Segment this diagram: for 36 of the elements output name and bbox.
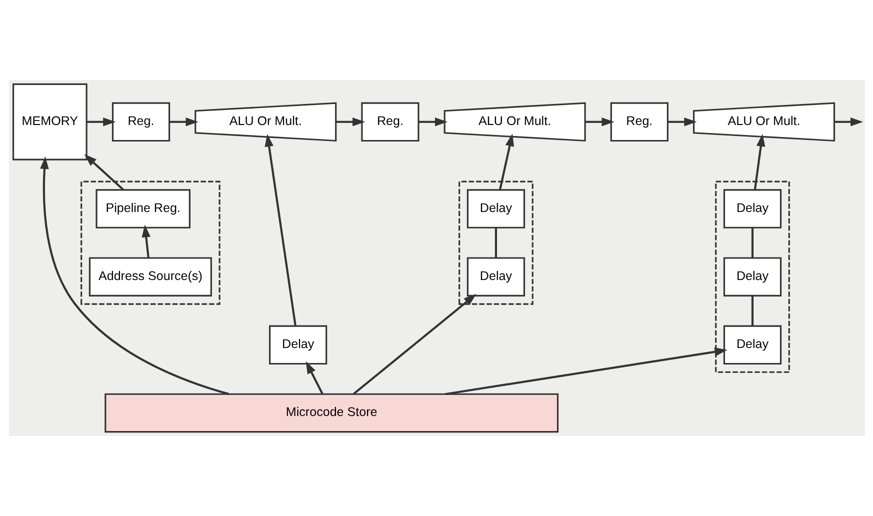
arrow [86,117,116,126]
arrow [584,117,614,126]
connector [750,228,754,258]
node-box: ALU Or Mult. [443,102,586,142]
node-box: Reg. [610,102,668,142]
arrow [169,117,198,126]
node-box: Delay [722,325,782,365]
node-box: Delay [466,189,525,228]
node-box: Delay [722,257,782,296]
node-box: Reg. [111,102,170,142]
arrow [141,224,150,258]
node-box: ALU Or Mult. [692,102,835,142]
arrow [305,361,323,394]
arrow [418,117,448,126]
node-box: MEMORY [12,83,87,160]
arrow [753,134,765,190]
connector [750,296,754,326]
arrow [352,294,476,395]
arrow [40,156,229,396]
node-box: Delay [722,189,782,228]
node-box: Delay [466,257,525,296]
node-box: Reg. [360,102,419,142]
node-box: Delay [268,325,327,365]
arrow [834,117,863,126]
node-box: Microcode Store [104,393,558,433]
arrow [668,117,696,126]
arrow [264,134,296,326]
arrow [444,348,727,396]
connector [494,228,497,258]
node-box: ALU Or Mult. [194,102,336,142]
cluster [80,180,220,305]
arrow [336,117,365,126]
node-box: Address Source(s) [88,257,212,296]
node-box: Pipeline Reg. [95,189,190,228]
arrow [84,154,124,191]
arrow [498,134,514,190]
